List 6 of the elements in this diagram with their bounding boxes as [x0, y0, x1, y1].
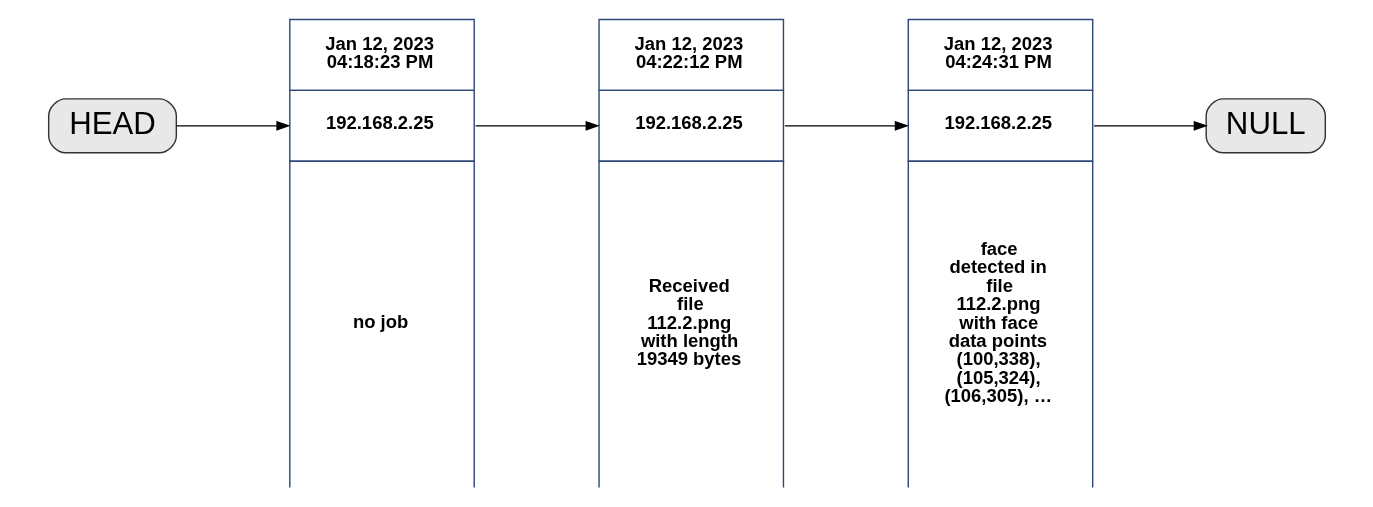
- node-box: HEAD: [47, 98, 177, 154]
- arrow: [783, 120, 909, 131]
- arrow: [1092, 120, 1208, 131]
- node-box: NULL: [1204, 98, 1326, 154]
- arrow: [175, 120, 291, 131]
- arrow: [474, 120, 600, 131]
